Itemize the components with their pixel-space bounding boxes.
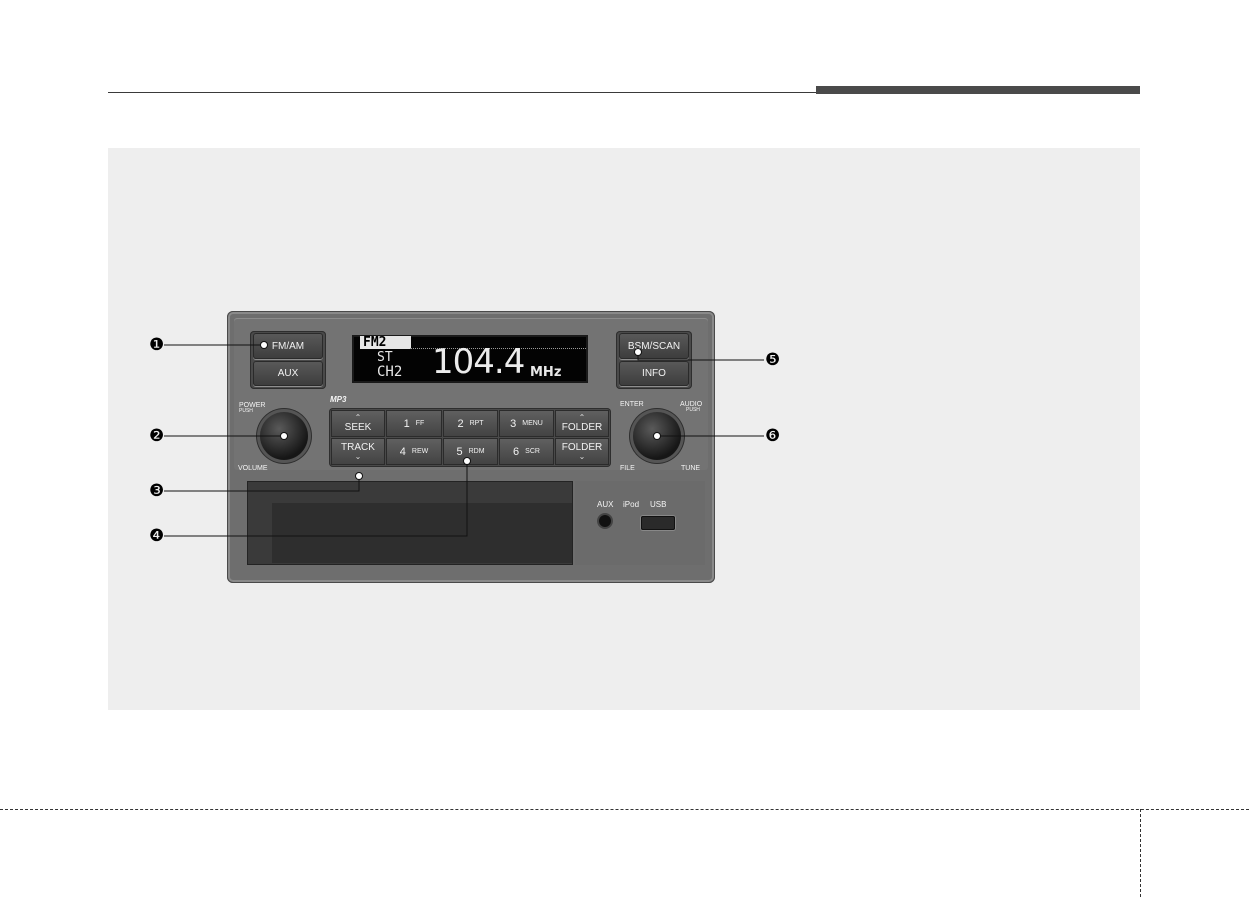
callout-number-3: ❸: [149, 482, 164, 500]
footer-divider: [1140, 809, 1141, 897]
callout-number-6: ❻: [765, 427, 780, 445]
callout-dot-4: [464, 458, 470, 464]
callout-number-5: ❺: [765, 351, 780, 369]
callout-dot-2: [281, 433, 287, 439]
callout-dot-3: [356, 473, 362, 479]
callout-line-4: [164, 461, 467, 536]
callout-number-2: ❷: [149, 427, 164, 445]
callout-number-1: ❶: [149, 336, 164, 354]
callout-dot-5: [635, 349, 641, 355]
footer-rule: [0, 809, 1249, 810]
callout-line-3: [164, 476, 359, 491]
callout-dot-1: [261, 342, 267, 348]
callout-line-5: [638, 352, 764, 360]
callout-number-4: ❹: [149, 527, 164, 545]
callout-dot-6: [654, 433, 660, 439]
